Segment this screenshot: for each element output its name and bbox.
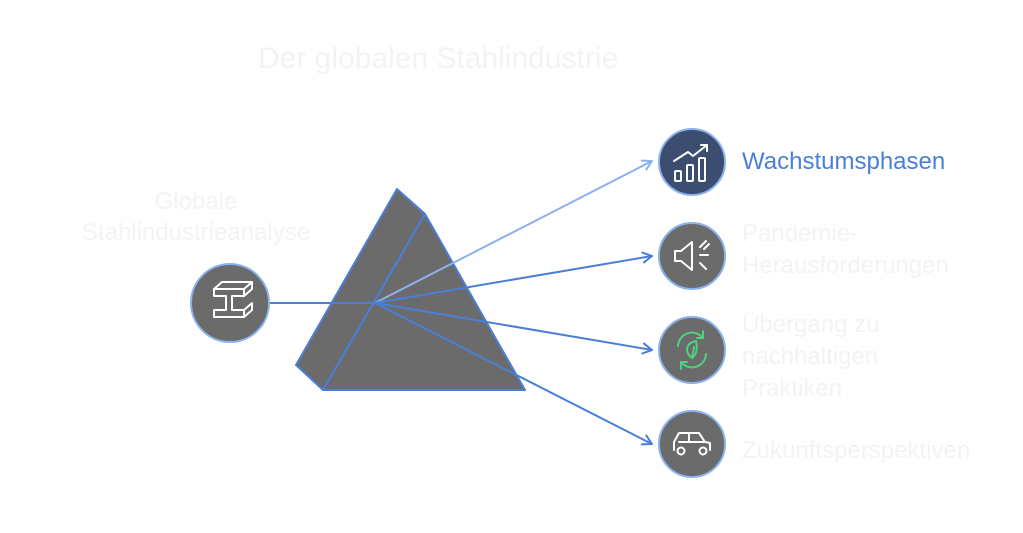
ray-pandemie (374, 251, 653, 304)
growth-chart-icon (673, 144, 708, 182)
label-zukunft[interactable]: Zukunftsperspektiven (742, 437, 971, 464)
node-wachstumsphasen[interactable] (658, 128, 726, 196)
label-wachstumsphasen[interactable]: Wachstumsphasen (742, 148, 946, 175)
node-pandemie[interactable] (658, 222, 726, 290)
source-label: Globale Stahlindustrieanalyse (50, 186, 342, 248)
ray-wachstumsphasen (374, 159, 653, 304)
recycle-leaf-icon (677, 330, 707, 370)
source-label-line2: Stahlindustrieanalyse (81, 219, 311, 246)
label-pandemie[interactable]: Pandemie- Herausforderungen (742, 218, 949, 282)
diagram-title: Der globalen Stahlindustrie (258, 42, 619, 75)
megaphone-alert-icon (674, 240, 710, 271)
label-nachhaltigkeit-line2: nachhaltigen (742, 343, 879, 370)
label-nachhaltigkeit-line1: Übergang zu (742, 311, 880, 338)
node-nachhaltigkeit[interactable] (658, 316, 726, 384)
label-pandemie-line1: Pandemie- (742, 220, 859, 247)
source-label-line1: Globale (154, 188, 238, 215)
node-zukunft[interactable] (658, 410, 726, 478)
steel-beam-icon (213, 281, 253, 318)
label-nachhaltigkeit-line3: Praktiken (742, 375, 843, 402)
source-node[interactable] (190, 263, 270, 343)
car-icon (673, 432, 711, 456)
label-nachhaltigkeit[interactable]: Übergang zu nachhaltigen Praktiken (742, 309, 879, 405)
ray-zukunft (374, 302, 653, 446)
label-pandemie-line2: Herausforderungen (742, 252, 949, 279)
ray-nachhaltigkeit (374, 302, 653, 355)
